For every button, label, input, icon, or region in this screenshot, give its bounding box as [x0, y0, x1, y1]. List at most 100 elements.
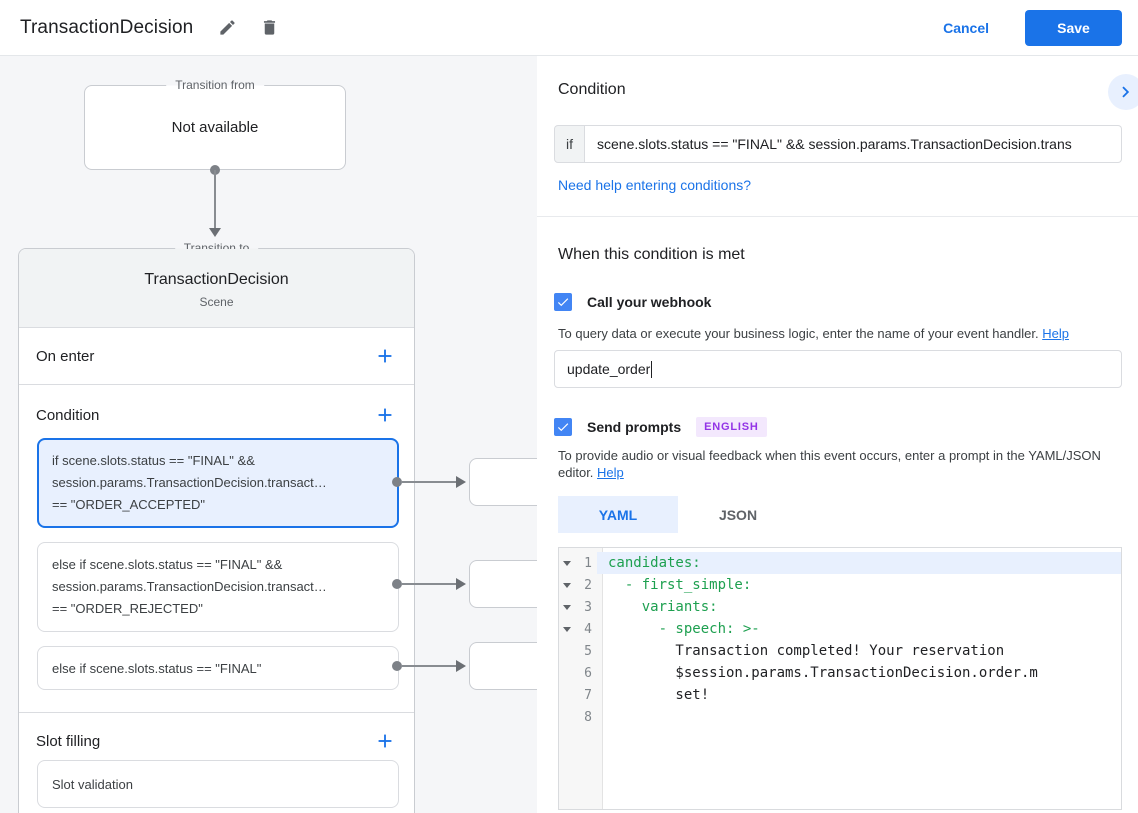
condition-item-final[interactable]: else if scene.slots.status == "FINAL" — [37, 646, 399, 690]
fold-arrow-icon[interactable] — [559, 560, 575, 566]
condition-detail-panel: Condition if scene.slots.status == "FINA… — [537, 56, 1138, 813]
editor-gutter — [559, 548, 603, 809]
transition-to-card: Transition to TransactionDecision Scene … — [18, 241, 415, 813]
check-icon — [557, 423, 569, 432]
send-prompts-label: Send prompts — [587, 419, 682, 435]
code-line: 8 — [559, 706, 1121, 728]
fold-arrow-icon[interactable] — [559, 582, 575, 588]
code-text: - speech: >- — [608, 621, 760, 637]
prompts-help-link[interactable]: Help — [597, 465, 624, 480]
code-line: 7 set! — [559, 684, 1121, 706]
tab-yaml[interactable]: YAML — [558, 496, 678, 533]
line-number: 8 — [584, 709, 592, 725]
code-text: variants: — [608, 599, 718, 615]
code-line: 1 candidates: — [559, 552, 1121, 574]
arrow-right-icon — [456, 660, 466, 672]
transition-from-content: Not available — [171, 119, 259, 136]
condition-section-label: Condition — [36, 406, 100, 424]
line-number: 1 — [584, 555, 592, 571]
check-icon — [557, 298, 569, 307]
editor-lines: 1 candidates: 2 - first_simple: 3 varian… — [559, 548, 1121, 728]
delete-scene-button[interactable] — [257, 16, 281, 40]
transition-target-box[interactable] — [469, 560, 537, 608]
panel-divider — [537, 216, 1138, 217]
arrow-right-icon — [456, 578, 466, 590]
send-prompts-row: Send prompts ENGLISH — [554, 417, 767, 437]
transition-from-box: Transition from Not available — [84, 78, 346, 170]
webhook-helper-body: To query data or execute your business l… — [558, 326, 1039, 341]
edit-title-button[interactable] — [215, 16, 239, 40]
condition-text-line: session.params.TransactionDecision.trans… — [52, 579, 327, 594]
transition-target-box[interactable] — [469, 642, 537, 690]
line-number: 4 — [584, 621, 592, 637]
send-prompts-checkbox[interactable] — [554, 418, 572, 436]
conditions-help-link[interactable]: Need help entering conditions? — [558, 177, 752, 193]
code-line: 2 - first_simple: — [559, 574, 1121, 596]
pencil-icon — [220, 20, 235, 35]
condition-item-accepted[interactable]: if scene.slots.status == "FINAL" && sess… — [37, 438, 399, 528]
on-enter-section: On enter — [19, 328, 414, 385]
connector-dot — [392, 579, 402, 589]
text-caret — [651, 360, 653, 378]
connector-dot — [392, 477, 402, 487]
add-on-enter-button[interactable] — [373, 344, 397, 368]
line-number: 7 — [584, 687, 592, 703]
condition-text-line: == "ORDER_REJECTED" — [52, 601, 203, 616]
transition-target-box[interactable] — [469, 458, 537, 506]
connector-line — [402, 481, 456, 483]
fold-arrow-icon[interactable] — [559, 604, 575, 610]
condition-expression-row: if scene.slots.status == "FINAL" && sess… — [554, 125, 1122, 163]
add-slot-button[interactable] — [373, 729, 397, 753]
slot-validation-item[interactable]: Slot validation — [37, 760, 399, 808]
fold-arrow-icon[interactable] — [559, 626, 575, 632]
scene-diagram-canvas: Transition from Not available Transition… — [0, 56, 537, 813]
transition-from-label: Transition from — [166, 78, 264, 93]
trash-icon — [263, 20, 275, 35]
line-number: 3 — [584, 599, 592, 615]
webhook-handler-value: update_order — [567, 361, 651, 377]
webhook-help-link[interactable]: Help — [1042, 326, 1069, 341]
call-webhook-checkbox[interactable] — [554, 293, 572, 311]
webhook-handler-input[interactable]: update_order — [554, 350, 1122, 388]
condition-heading: Condition — [558, 81, 626, 98]
code-line: 6 $session.params.TransactionDecision.or… — [559, 662, 1121, 684]
chevron-right-icon — [1122, 86, 1130, 98]
line-number: 6 — [584, 665, 592, 681]
slot-filling-section: Slot filling — [19, 715, 414, 767]
condition-text-line: if scene.slots.status == "FINAL" && — [52, 453, 255, 468]
connector-line — [402, 583, 456, 585]
prompts-helper-body: To provide audio or visual feedback when… — [558, 448, 1101, 480]
call-webhook-row: Call your webhook — [554, 293, 711, 311]
top-bar: TransactionDecision Cancel Save — [0, 0, 1138, 56]
when-condition-heading: When this condition is met — [558, 246, 745, 263]
connector-dot — [392, 661, 402, 671]
scene-type-label: Scene — [199, 295, 234, 309]
add-condition-button[interactable] — [373, 403, 397, 427]
code-text: $session.params.TransactionDecision.orde… — [608, 665, 1038, 681]
code-line: 5 Transaction completed! Your reservatio… — [559, 640, 1121, 662]
scene-name: TransactionDecision — [144, 271, 289, 288]
condition-section: Condition — [19, 389, 414, 441]
yaml-code-editor[interactable]: 1 candidates: 2 - first_simple: 3 varian… — [558, 547, 1122, 810]
cancel-button[interactable]: Cancel — [943, 19, 989, 36]
code-text: Transaction completed! Your reservation — [608, 643, 1005, 659]
scene-card-header[interactable]: TransactionDecision Scene — [19, 249, 414, 328]
save-button[interactable]: Save — [1025, 9, 1122, 46]
condition-text-line: session.params.TransactionDecision.trans… — [52, 475, 327, 490]
condition-expression-input[interactable]: scene.slots.status == "FINAL" && session… — [585, 125, 1122, 163]
arrow-right-icon — [456, 476, 466, 488]
page-title: TransactionDecision — [20, 16, 194, 38]
tab-json[interactable]: JSON — [718, 506, 758, 523]
condition-text-line: else if scene.slots.status == "FINAL" — [52, 661, 262, 676]
arrow-down-icon — [209, 228, 221, 237]
line-number: 5 — [584, 643, 592, 659]
plus-icon — [378, 408, 392, 422]
condition-text-line: == "ORDER_ACCEPTED" — [52, 497, 205, 512]
condition-item-rejected[interactable]: else if scene.slots.status == "FINAL" &&… — [37, 542, 399, 632]
line-number: 2 — [584, 577, 592, 593]
collapse-panel-button[interactable] — [1108, 74, 1138, 110]
code-text: - first_simple: — [608, 577, 752, 593]
condition-text-line: else if scene.slots.status == "FINAL" && — [52, 557, 283, 572]
prompts-helper-text: To provide audio or visual feedback when… — [558, 447, 1114, 481]
